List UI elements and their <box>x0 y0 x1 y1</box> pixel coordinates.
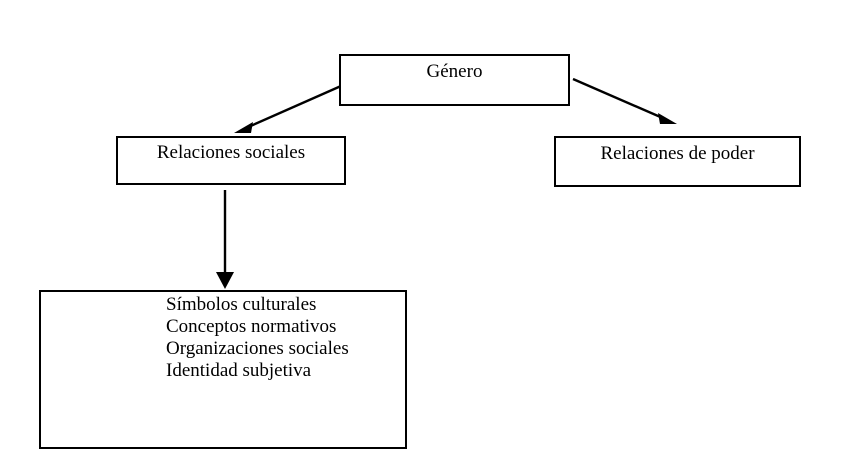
node-relaciones-poder-label: Relaciones de poder <box>600 143 755 164</box>
dimensiones-list: Símbolos culturales Conceptos normativos… <box>166 294 349 382</box>
node-relaciones-sociales-label: Relaciones sociales <box>156 142 306 163</box>
list-item: Organizaciones sociales <box>166 338 349 359</box>
list-item: Conceptos normativos <box>166 316 337 337</box>
node-genero-label: Género <box>426 61 483 82</box>
node-dimensiones[interactable]: Símbolos culturales Conceptos normativos… <box>39 290 407 449</box>
node-relaciones-poder[interactable]: Relaciones de poder <box>554 136 801 187</box>
list-item: Símbolos culturales <box>166 294 317 315</box>
edge-genero-to-relaciones-poder <box>572 77 677 124</box>
edge-genero-to-relaciones-sociales <box>234 84 342 133</box>
node-genero[interactable]: Género <box>339 54 570 106</box>
edge-relaciones-sociales-to-dimensiones <box>216 190 234 289</box>
node-relaciones-sociales[interactable]: Relaciones sociales <box>116 136 346 185</box>
list-item: Identidad subjetiva <box>166 360 312 381</box>
